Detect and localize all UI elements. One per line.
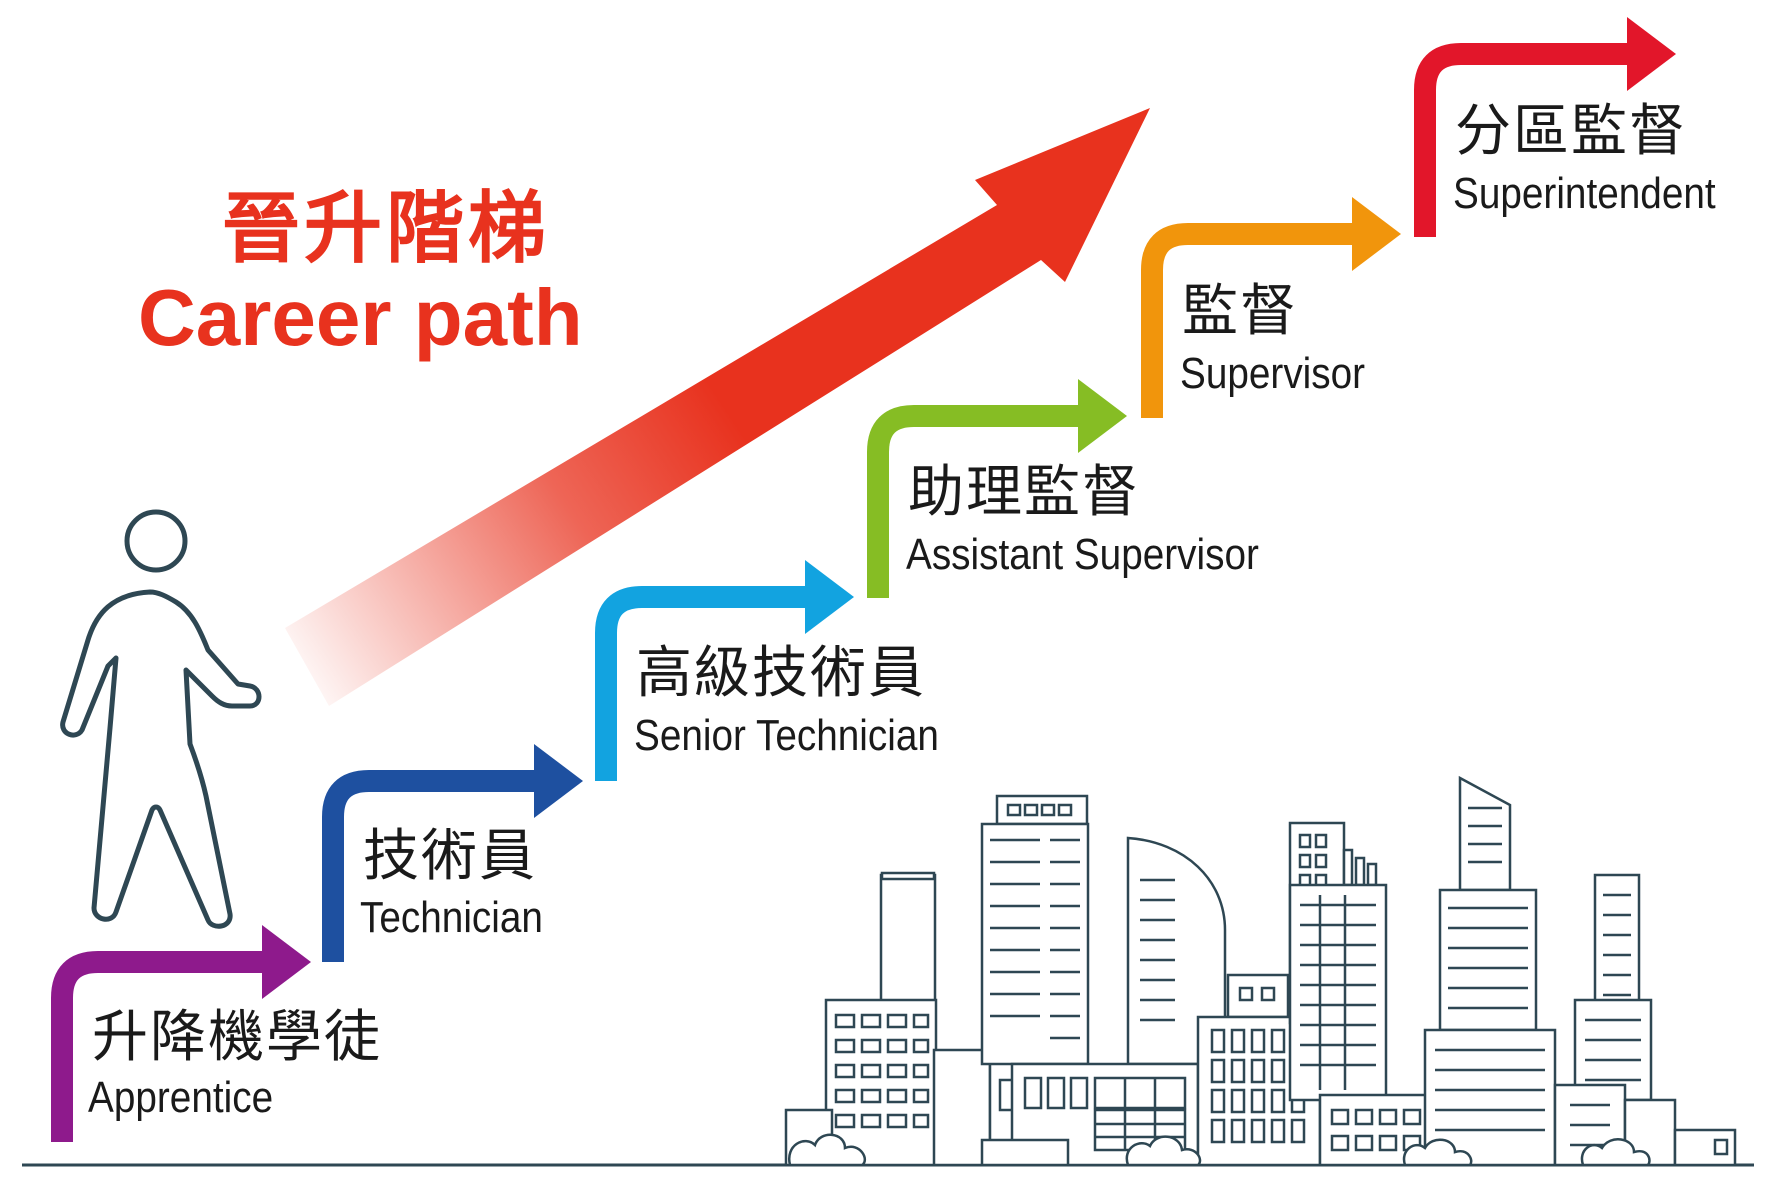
step-arrowhead-superintendent <box>1627 17 1676 91</box>
step-label-apprentice-en: Apprentice <box>88 1073 274 1122</box>
step-arrows <box>51 17 1676 1142</box>
city-skyline-icon <box>22 775 1754 1167</box>
step-arrow-technician <box>322 770 553 962</box>
step-label-supervisor-en: Supervisor <box>1180 349 1366 398</box>
step-label-senior-technician-en: Senior Technician <box>634 711 939 760</box>
step-arrow-supervisor <box>1141 223 1372 418</box>
step-arrow-apprentice <box>51 951 290 1142</box>
title-english: Career path <box>138 273 583 362</box>
step-label-apprentice-zh: 升降機學徒 <box>92 1005 382 1070</box>
step-label-technician-zh: 技術員 <box>363 824 537 889</box>
title-chinese: 晉升階梯 <box>222 184 551 274</box>
step-arrowhead-supervisor <box>1352 197 1401 271</box>
step-label-superintendent-zh: 分區監督 <box>1455 99 1687 164</box>
step-label-assistant-supervisor-en: Assistant Supervisor <box>906 530 1259 579</box>
step-arrowhead-assistant-supervisor <box>1078 379 1127 453</box>
step-label-assistant-supervisor-zh: 助理監督 <box>908 460 1140 525</box>
step-label-superintendent-en: Superintendent <box>1453 169 1716 218</box>
step-label-technician-en: Technician <box>360 893 543 942</box>
step-arrow-superintendent <box>1414 43 1648 237</box>
step-arrow-senior-technician <box>595 586 830 781</box>
step-arrowhead-technician <box>534 744 583 818</box>
step-arrow-assistant-supervisor <box>867 405 1100 598</box>
walking-person-icon <box>60 509 262 929</box>
big-career-arrow <box>285 108 1150 706</box>
step-arrowhead-apprentice <box>262 925 311 999</box>
step-label-senior-technician-zh: 高級技術員 <box>636 641 926 706</box>
step-label-supervisor-zh: 監督 <box>1182 279 1298 344</box>
step-arrowhead-senior-technician <box>805 560 854 634</box>
